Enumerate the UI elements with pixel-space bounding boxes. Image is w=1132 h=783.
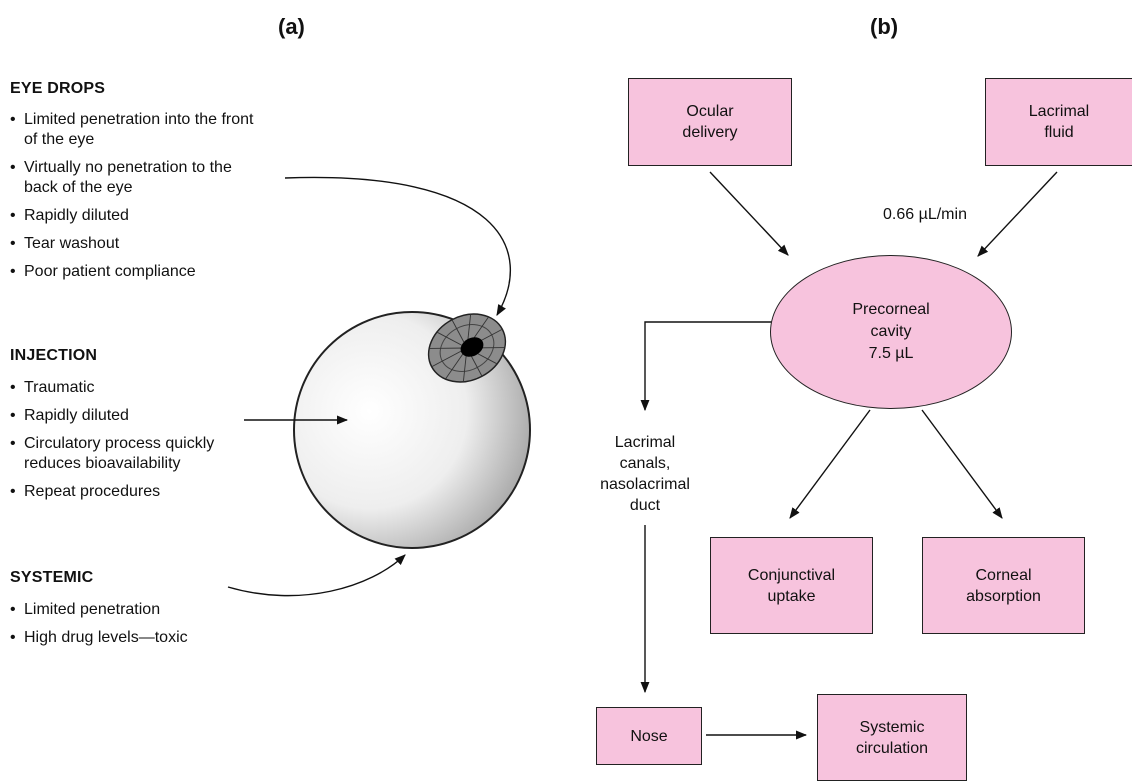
ocular-to-precorneal-arrow	[709, 171, 789, 256]
precorneal-cavity-ellipse: Precorneal cavity 7.5 µL	[770, 255, 1012, 409]
corneal-absorption-box: Corneal absorption	[922, 537, 1085, 634]
eye-drops-item: Limited penetration into the front of th…	[10, 110, 265, 150]
systemic-title: SYSTEMIC	[10, 569, 94, 586]
eye-drops-item: Tear washout	[10, 234, 265, 254]
eye-drops-arrow	[284, 176, 511, 316]
systemic-circulation-box: Systemic circulation	[817, 694, 967, 781]
nose-box: Nose	[596, 707, 702, 765]
injection-list: Traumatic Rapidly diluted Circulatory pr…	[10, 378, 220, 510]
systemic-arrow	[227, 554, 406, 597]
injection-item: Repeat procedures	[10, 482, 220, 502]
eye-drops-item: Virtually no penetration to the back of …	[10, 158, 265, 198]
precorneal-to-corneal-arrow	[921, 409, 1003, 519]
pupil	[460, 337, 484, 357]
injection-item: Traumatic	[10, 378, 220, 398]
flow-rate-label: 0.66 µL/min	[883, 206, 967, 223]
eye-drops-item: Rapidly diluted	[10, 206, 265, 226]
conjunctival-uptake-box: Conjunctival uptake	[710, 537, 873, 634]
systemic-item: High drug levels—toxic	[10, 628, 270, 648]
ocular-delivery-box: Ocular delivery	[628, 78, 792, 166]
systemic-list: Limited penetration High drug levels—tox…	[10, 600, 270, 656]
precorneal-to-canals-arrow	[640, 321, 772, 412]
lacrimal-to-precorneal-arrow	[977, 171, 1058, 257]
injection-item: Rapidly diluted	[10, 406, 220, 426]
eye-drops-title: EYE DROPS	[10, 80, 106, 97]
injection-item: Circulatory process quickly reduces bioa…	[10, 434, 220, 474]
injection-title: INJECTION	[10, 347, 98, 364]
precorneal-to-conjunctival-arrow	[789, 409, 871, 519]
lacrimal-fluid-box: Lacrimal fluid	[985, 78, 1132, 166]
eye-drops-list: Limited penetration into the front of th…	[10, 110, 265, 290]
systemic-item: Limited penetration	[10, 600, 270, 620]
eye-drops-item: Poor patient compliance	[10, 262, 265, 282]
panel-label-b: (b)	[870, 14, 899, 39]
panel-label-a: (a)	[278, 14, 305, 39]
lacrimal-canals-label: Lacrimal canals, nasolacrimal duct	[600, 434, 690, 514]
